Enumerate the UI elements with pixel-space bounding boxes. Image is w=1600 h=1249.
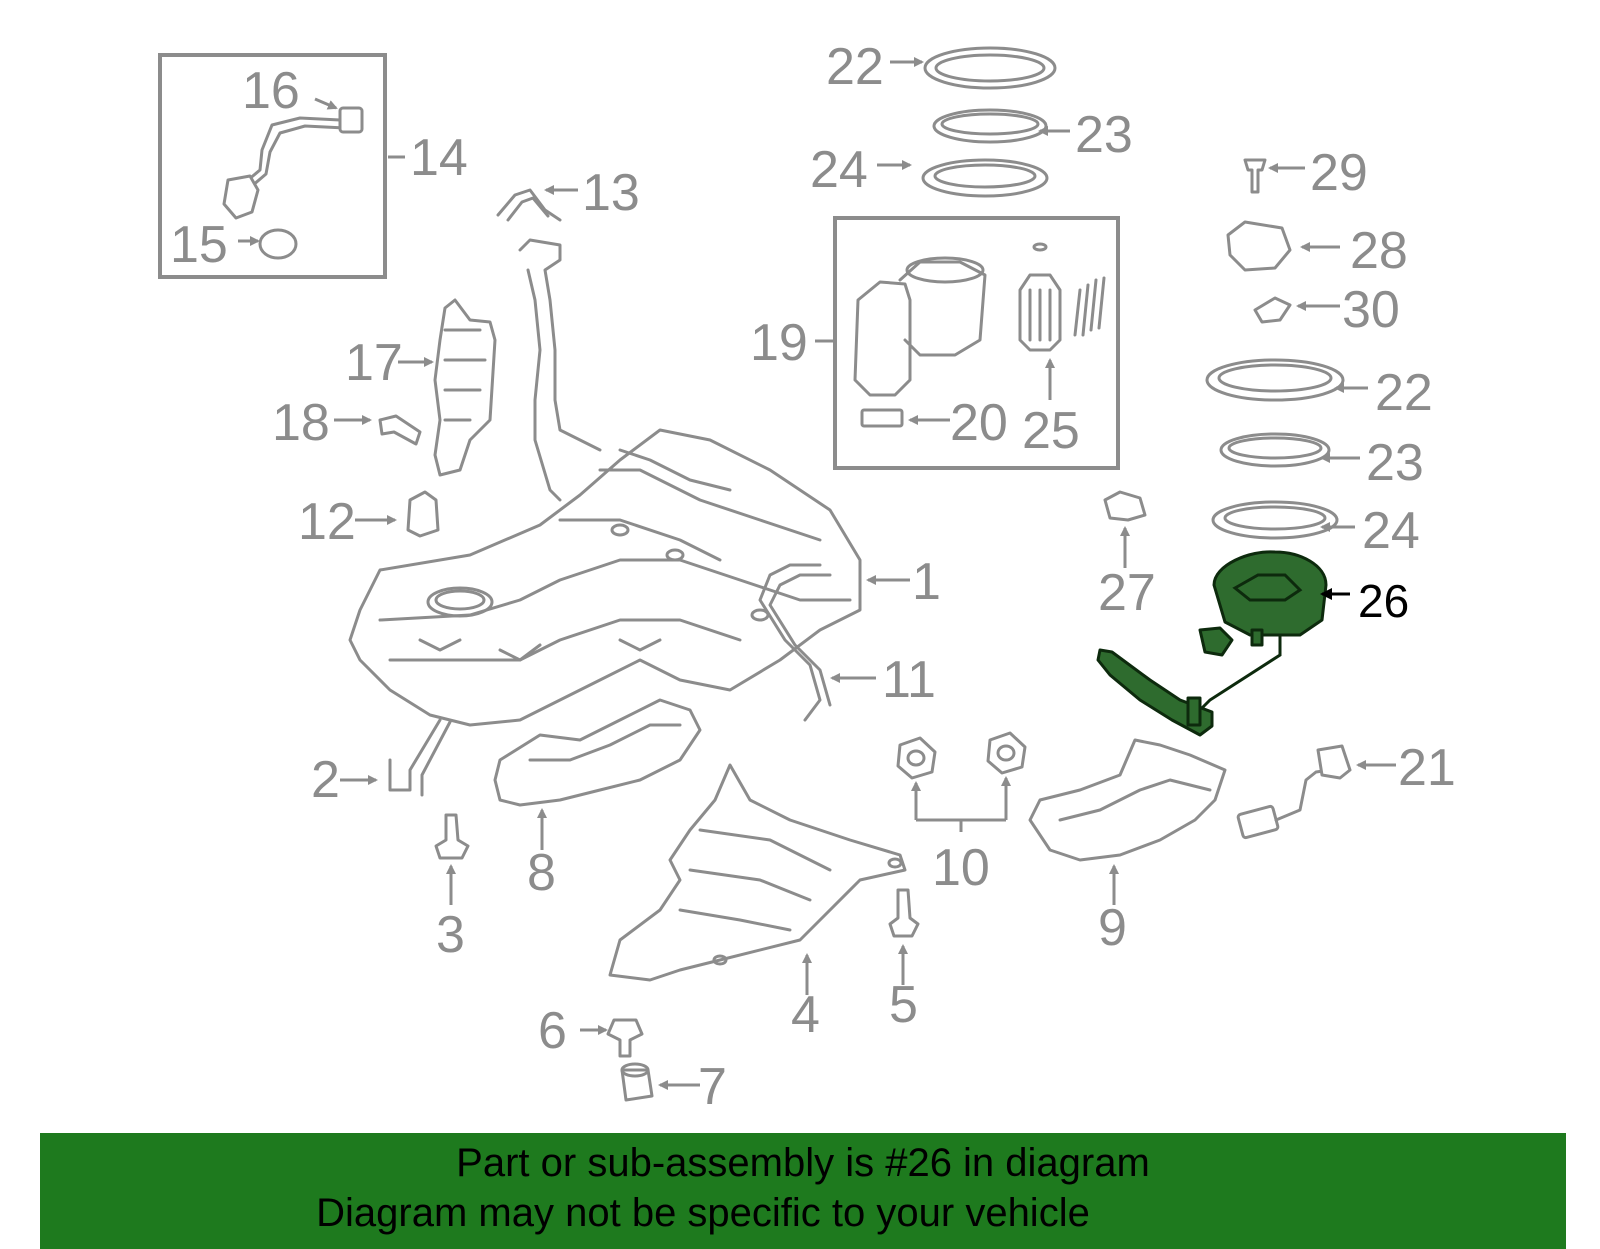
- fuel-filter-part-25: [1018, 242, 1106, 352]
- callout-3: 3: [436, 906, 465, 964]
- callout-20: 20: [950, 394, 1008, 452]
- strap-part-2: [388, 718, 442, 792]
- seal-ring-part-15: [258, 228, 298, 260]
- sensor-harness-part-21: [1236, 744, 1352, 840]
- callout-11: 11: [882, 651, 936, 709]
- callout-7: 7: [698, 1058, 727, 1116]
- filler-pipe: [518, 238, 602, 452]
- hose-part-13: [496, 188, 562, 222]
- lock-ring-part-22b: [1205, 358, 1345, 402]
- callout-23b: 23: [1366, 434, 1424, 492]
- heat-shield-part-8: [493, 698, 702, 807]
- callout-8: 8: [527, 844, 556, 902]
- callout-30: 30: [1342, 281, 1400, 339]
- callout-5: 5: [889, 976, 918, 1034]
- callout-17: 17: [345, 334, 403, 392]
- bolt-part-6: [606, 1018, 644, 1058]
- gasket-part-23b: [1219, 432, 1331, 468]
- callout-6: 6: [538, 1002, 567, 1060]
- banner-line-1: Part or sub-assembly is #26 in diagram: [456, 1141, 1150, 1185]
- bracket-part-17: [433, 298, 497, 477]
- heat-shield-part-9: [1028, 738, 1227, 862]
- pump-module-part-20: [853, 256, 987, 428]
- seal-ring-part-24b: [1211, 500, 1339, 540]
- bolt-part-5: [888, 888, 920, 938]
- callout-13: 13: [582, 164, 640, 222]
- callout-23a: 23: [1075, 106, 1133, 164]
- bumper-part-12: [406, 490, 440, 538]
- fuel-tank-part-1: [348, 428, 862, 727]
- callout-24a: 24: [810, 141, 868, 199]
- underbody-shield-part-4: [608, 763, 907, 982]
- nut-part-10b: [986, 731, 1027, 775]
- banner-line-2: Diagram may not be specific to your vehi…: [316, 1191, 1090, 1235]
- callout-18: 18: [272, 394, 330, 452]
- callout-25: 25: [1022, 402, 1080, 460]
- callout-2: 2: [311, 751, 340, 809]
- bolt-part-3: [434, 813, 470, 860]
- callout-26: 26: [1358, 575, 1409, 627]
- seal-ring-part-24a: [921, 158, 1049, 198]
- subassembly-box-14: [158, 53, 387, 279]
- callout-22b: 22: [1375, 364, 1433, 422]
- info-banner: Part or sub-assembly is #26 in diagram D…: [40, 1133, 1566, 1249]
- fuel-pump-sender-part-26: [1096, 550, 1328, 737]
- callout-22a: 22: [826, 38, 884, 96]
- callout-24b: 24: [1362, 502, 1420, 560]
- bushing-part-7: [620, 1068, 654, 1102]
- callout-10: 10: [932, 839, 990, 897]
- callout-16: 16: [242, 62, 300, 120]
- callout-14: 14: [410, 129, 468, 187]
- callout-19: 19: [750, 314, 808, 372]
- clip-part-30: [1253, 296, 1292, 324]
- vent-hose-part-16: [222, 106, 364, 220]
- callout-12: 12: [298, 493, 356, 551]
- nut-part-10a: [896, 736, 937, 780]
- bracket-part-28: [1226, 220, 1292, 272]
- bolt-part-18: [378, 414, 422, 446]
- clip-part-27: [1103, 490, 1147, 522]
- callout-21: 21: [1398, 739, 1456, 797]
- bolt-part-29: [1243, 158, 1267, 194]
- vent-line-part-11: [758, 563, 822, 722]
- callout-27: 27: [1098, 564, 1156, 622]
- callout-4: 4: [791, 986, 820, 1044]
- callout-1: 1: [912, 553, 941, 611]
- callout-15: 15: [170, 216, 228, 274]
- callout-29: 29: [1310, 144, 1368, 202]
- callout-28: 28: [1350, 222, 1408, 280]
- subassembly-box-19: [833, 216, 1120, 470]
- callout-9: 9: [1098, 899, 1127, 957]
- lock-ring-part-22a: [923, 46, 1057, 90]
